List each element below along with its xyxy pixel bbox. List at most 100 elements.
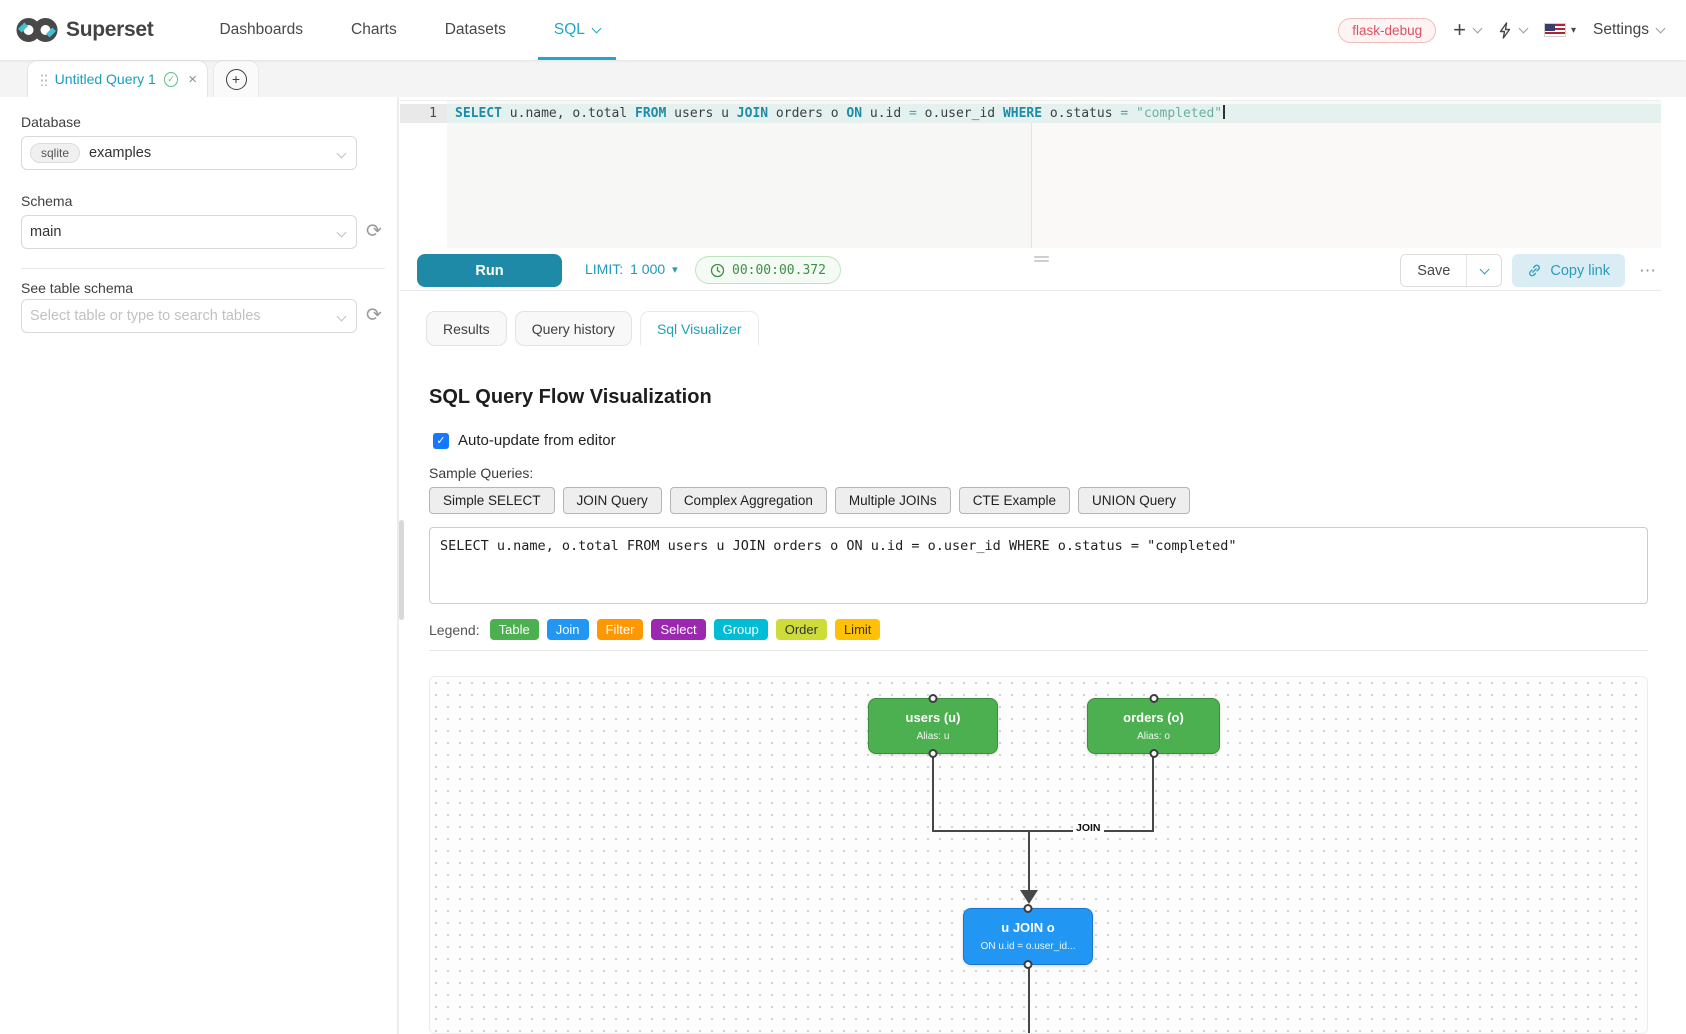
sample-queries-label: Sample Queries: [429,465,534,481]
nav-charts[interactable]: Charts [351,21,397,38]
top-navbar: Superset Dashboards Charts Datasets SQL … [0,0,1686,60]
caret-down-icon: ▾ [1570,24,1576,36]
database-select[interactable]: sqlite examples [21,136,357,170]
editor-gutter [400,101,447,248]
settings-menu[interactable]: Settings [1593,21,1666,39]
database-value: examples [89,145,152,161]
legend-badge-limit: Limit [834,619,881,640]
editor-overflow-zone [1032,101,1661,248]
refresh-schemas-icon[interactable]: ⟳ [366,221,382,242]
query-text-input[interactable]: SELECT u.name, o.total FROM users u JOIN… [429,527,1648,604]
more-actions-button[interactable]: ⋯ [1635,254,1661,287]
close-icon[interactable]: × [188,70,197,88]
legend-badge-filter: Filter [596,619,644,640]
caret-down-icon: ▾ [672,263,678,276]
south-pane: Results Query history Sql Visualizer SQL… [399,291,1686,1034]
edge-join-down [1028,965,1030,1033]
sample-multiple-joins-button[interactable]: Multiple JOINs [834,487,951,514]
auto-update-checkbox-row[interactable]: ✓ Auto-update from editor [433,432,616,449]
table-select[interactable]: Select table or type to search tables [21,299,357,333]
save-dropdown-button[interactable] [1466,255,1501,286]
page-title: SQL Query Flow Visualization [429,386,712,408]
schema-label: Schema [21,193,73,209]
lightning-icon [1499,21,1511,39]
timer-value: 00:00:00.372 [732,262,826,278]
query-tab[interactable]: Untitled Query 1 ✓ × [27,60,208,97]
toolbar-right: Save Copy link ⋯ [1400,254,1661,287]
editor-line-1[interactable]: 1 SELECT u.name, o.total FROM users u JO… [400,104,1661,123]
tab-sql-visualizer[interactable]: Sql Visualizer [639,311,759,346]
flow-node-users[interactable]: users (u) Alias: u [868,694,998,758]
legend-label: Legend: [429,621,480,638]
legend-badge-order: Order [775,619,827,640]
edge-users-down [932,754,934,832]
query-tab-strip: Untitled Query 1 ✓ × + [0,60,1686,97]
nav-sql[interactable]: SQL [530,0,624,60]
table-schema-label: See table schema [21,280,134,296]
limit-dropdown[interactable]: LIMIT: 1 000 ▾ [585,261,678,277]
tab-query-history[interactable]: Query history [514,311,632,346]
chevron-down-icon [336,148,347,159]
header-right: flask-debug + ▾ Settings [1338,17,1666,43]
chevron-down-icon [336,227,347,238]
sample-union-query-button[interactable]: UNION Query [1077,487,1190,514]
chevron-down-icon [1472,23,1483,33]
node-handle-icon[interactable] [1149,694,1158,703]
sample-join-query-button[interactable]: JOIN Query [562,487,662,514]
saved-check-icon: ✓ [163,71,179,87]
node-handle-icon[interactable] [1149,749,1158,758]
legend-badge-table: Table [489,619,539,640]
drag-handle-icon[interactable] [40,72,47,86]
query-search-button[interactable] [1498,21,1529,39]
sql-editor[interactable]: 1 SELECT u.name, o.total FROM users u JO… [400,100,1661,248]
scrollbar-thumb[interactable] [399,520,404,620]
flow-node-orders[interactable]: orders (o) Alias: o [1087,694,1220,758]
new-query-tab-button[interactable]: + [213,60,259,97]
sample-simple-select-button[interactable]: Simple SELECT [429,487,555,514]
chevron-down-icon [1518,23,1529,33]
sample-complex-aggregation-button[interactable]: Complex Aggregation [669,487,827,514]
legend-badge-select: Select [651,619,706,640]
flow-canvas[interactable]: JOIN users (u) Alias: u orders (o) Alias… [429,676,1648,1034]
legend-badge-group: Group [713,619,768,640]
language-picker[interactable]: ▾ [1543,23,1576,37]
save-button[interactable]: Save [1401,255,1467,286]
node-handle-icon[interactable] [1023,904,1033,913]
superset-logo[interactable]: Superset [15,16,154,44]
schema-select[interactable]: main [21,215,357,249]
clock-icon [710,263,725,277]
plus-icon: + [1453,17,1466,42]
chevron-down-icon [336,311,347,322]
chevron-down-icon [1655,23,1666,33]
checkbox-checked-icon[interactable]: ✓ [433,432,449,449]
pane-resize-handle[interactable] [1034,256,1049,264]
edge-arrowhead [1020,890,1038,904]
database-type-badge: sqlite [30,143,81,163]
nav-dashboards[interactable]: Dashboards [219,21,304,38]
copy-link-button[interactable]: Copy link [1512,254,1625,287]
sql-code-line[interactable]: SELECT u.name, o.total FROM users u JOIN… [447,104,1661,123]
node-handle-icon[interactable] [1023,960,1033,969]
superset-infinity-icon [16,18,58,42]
schema-value: main [30,224,62,240]
sample-queries-row: Simple SELECT JOIN Query Complex Aggrega… [429,487,1190,514]
legend-badge-join: Join [546,619,589,640]
tab-results[interactable]: Results [426,311,507,346]
legend-row: Legend: Table Join Filter Select Group O… [429,619,881,640]
print-margin-line [1031,101,1032,248]
refresh-tables-icon[interactable]: ⟳ [366,305,382,326]
line-number: 1 [400,104,447,123]
nav-datasets[interactable]: Datasets [444,21,506,38]
auto-update-label: Auto-update from editor [458,432,616,449]
edge-horizontal [932,830,1154,832]
flow-node-join[interactable]: u JOIN o ON u.id = o.user_id... [963,904,1093,969]
node-handle-icon[interactable] [928,694,938,703]
sample-cte-example-button[interactable]: CTE Example [958,487,1070,514]
brand-name: Superset [66,18,154,41]
editor-toolbar: Run LIMIT: 1 000 ▾ 00:00:00.372 Save [400,248,1661,291]
new-item-button[interactable]: + [1453,17,1483,42]
run-button[interactable]: Run [417,254,562,287]
node-handle-icon[interactable] [928,749,938,758]
query-timer: 00:00:00.372 [695,256,841,284]
